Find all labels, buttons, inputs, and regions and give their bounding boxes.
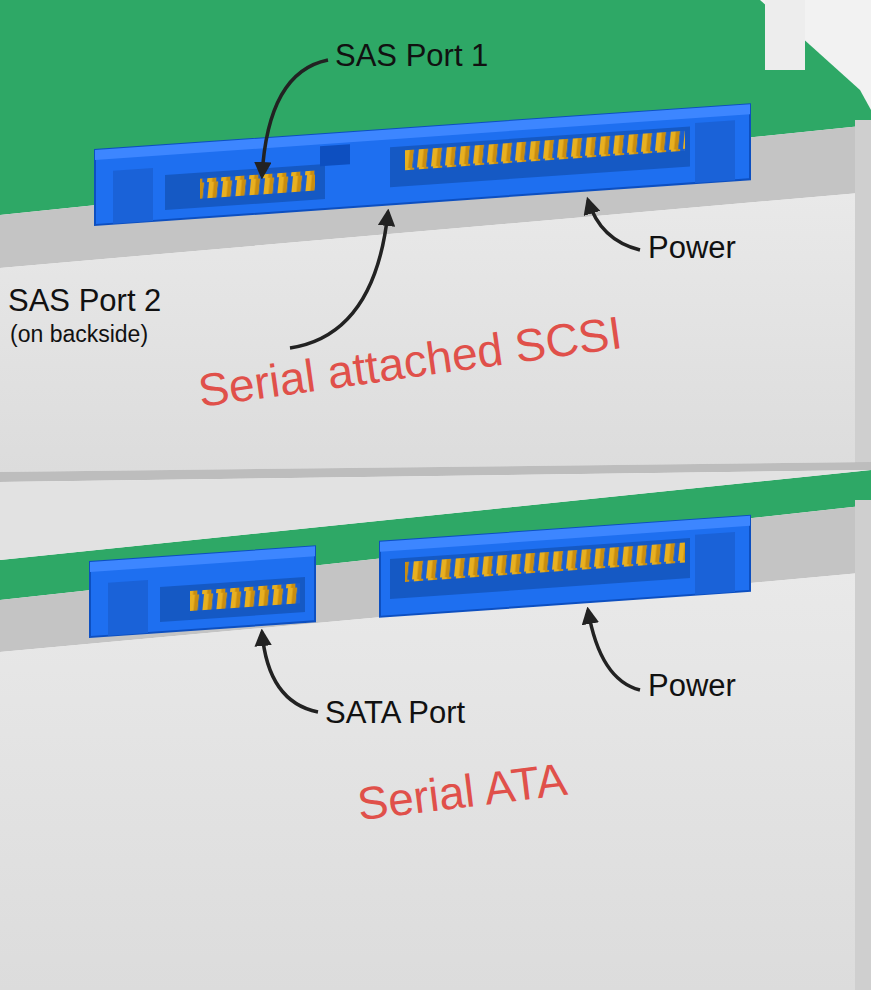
drive-edge [855, 500, 871, 990]
leader-arrow [588, 610, 640, 690]
sata-connector [90, 516, 750, 637]
sas-connector [95, 104, 750, 225]
sas-drive [0, 0, 871, 472]
sata-drive [0, 462, 871, 990]
part-label: SAS Port 2 [8, 283, 161, 319]
leader-arrow [588, 200, 640, 250]
leader-arrow [290, 212, 388, 348]
part-label: SAS Port 1 [335, 38, 488, 74]
drive-edge [855, 120, 871, 465]
note-label: (on backside) [10, 321, 148, 347]
bay-edge [765, 0, 805, 70]
part-label: Power [648, 230, 736, 266]
leader-arrow [262, 632, 318, 712]
part-label: Power [648, 668, 736, 704]
part-label: SATA Port [325, 695, 465, 731]
leader-arrow [262, 60, 328, 176]
drive-face [0, 192, 871, 472]
